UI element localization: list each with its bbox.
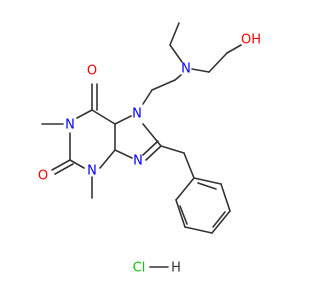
bond-n7-ch2 xyxy=(142,89,153,105)
bond-ph-inner-b xyxy=(212,211,226,228)
bond-c6-n1 xyxy=(76,109,93,119)
structure-drawing: OH N N O N O N N Cl H xyxy=(38,22,261,276)
bond-c8-ch2 xyxy=(160,145,185,154)
amine-nitrogen-label: N xyxy=(181,62,191,77)
bonds xyxy=(41,22,242,268)
bond-n3-c4 xyxy=(99,149,116,169)
n7-label: N xyxy=(132,107,142,122)
bond-c2-n3 xyxy=(69,159,85,169)
bond-ph-5-6 xyxy=(220,183,231,212)
hydrogen-label: H xyxy=(171,261,181,276)
bond-ethyl-ch3 xyxy=(169,22,180,46)
chlorine-label: Cl xyxy=(133,261,146,276)
bond-amine-ch2 xyxy=(191,68,210,73)
bond-ph-1-2 xyxy=(175,177,195,201)
bond-ch2-oh xyxy=(226,44,242,54)
bond-ch2-amine xyxy=(174,74,182,81)
bond-ph-6-1 xyxy=(193,177,222,185)
bond-ph-inner-c xyxy=(197,182,217,190)
bond-c5-n7 xyxy=(114,115,132,125)
bond-n9-c8-b xyxy=(142,140,159,156)
bond-ph-4-5 xyxy=(211,210,231,234)
bond-ch2-ch2 xyxy=(151,79,176,91)
bond-ch2-phenyl xyxy=(183,152,195,179)
n3-label: N xyxy=(87,164,97,179)
atom-labels: OH N N O N O N N Cl H xyxy=(38,33,261,276)
bond-c8-n7 xyxy=(142,123,162,147)
bond-c2-o2-a xyxy=(51,159,71,171)
carbonyl-oxygen-2-label: O xyxy=(38,169,48,184)
bond-c2-o2-b xyxy=(54,163,74,175)
bond-ch2-ch2-oh xyxy=(208,52,228,73)
bond-amine-ethyl xyxy=(169,44,183,63)
bond-c4-n9 xyxy=(114,149,133,159)
hydroxyl-label: OH xyxy=(241,33,261,48)
bond-n9-c8-a xyxy=(145,145,162,161)
molecule-canvas: OH N N O N O N N Cl H xyxy=(38,22,261,276)
bond-ph-2-3 xyxy=(175,199,186,228)
carbonyl-oxygen-6-label: O xyxy=(87,64,97,79)
bond-c5-c6 xyxy=(91,109,116,125)
n9-label: N xyxy=(133,154,143,169)
bond-ph-3-4 xyxy=(184,226,213,234)
bond-ph-inner-a xyxy=(179,205,188,225)
n1-label: N xyxy=(65,118,75,133)
